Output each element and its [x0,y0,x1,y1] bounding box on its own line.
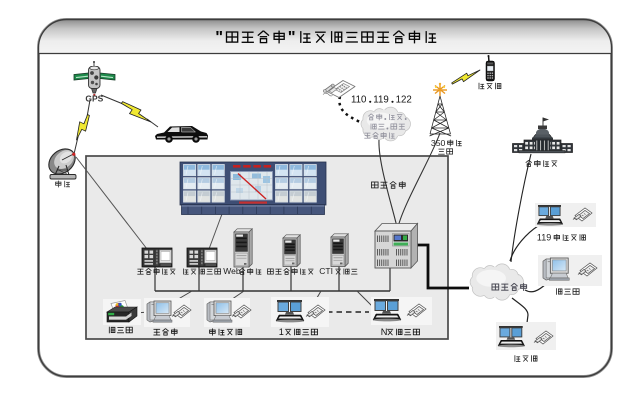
svg-text:GPS: GPS [85,94,103,104]
svg-text:CTI: CTI [319,266,333,276]
svg-text:N: N [381,327,388,337]
svg-text:": " [288,28,296,46]
svg-text:119: 119 [537,232,551,242]
svg-text:119: 119 [373,95,388,106]
svg-text:110: 110 [351,95,367,106]
svg-text:Web: Web [223,266,241,276]
svg-text:122: 122 [396,95,412,106]
svg-text:1: 1 [279,327,284,337]
svg-text:": " [215,28,223,46]
svg-text:350: 350 [431,138,446,148]
